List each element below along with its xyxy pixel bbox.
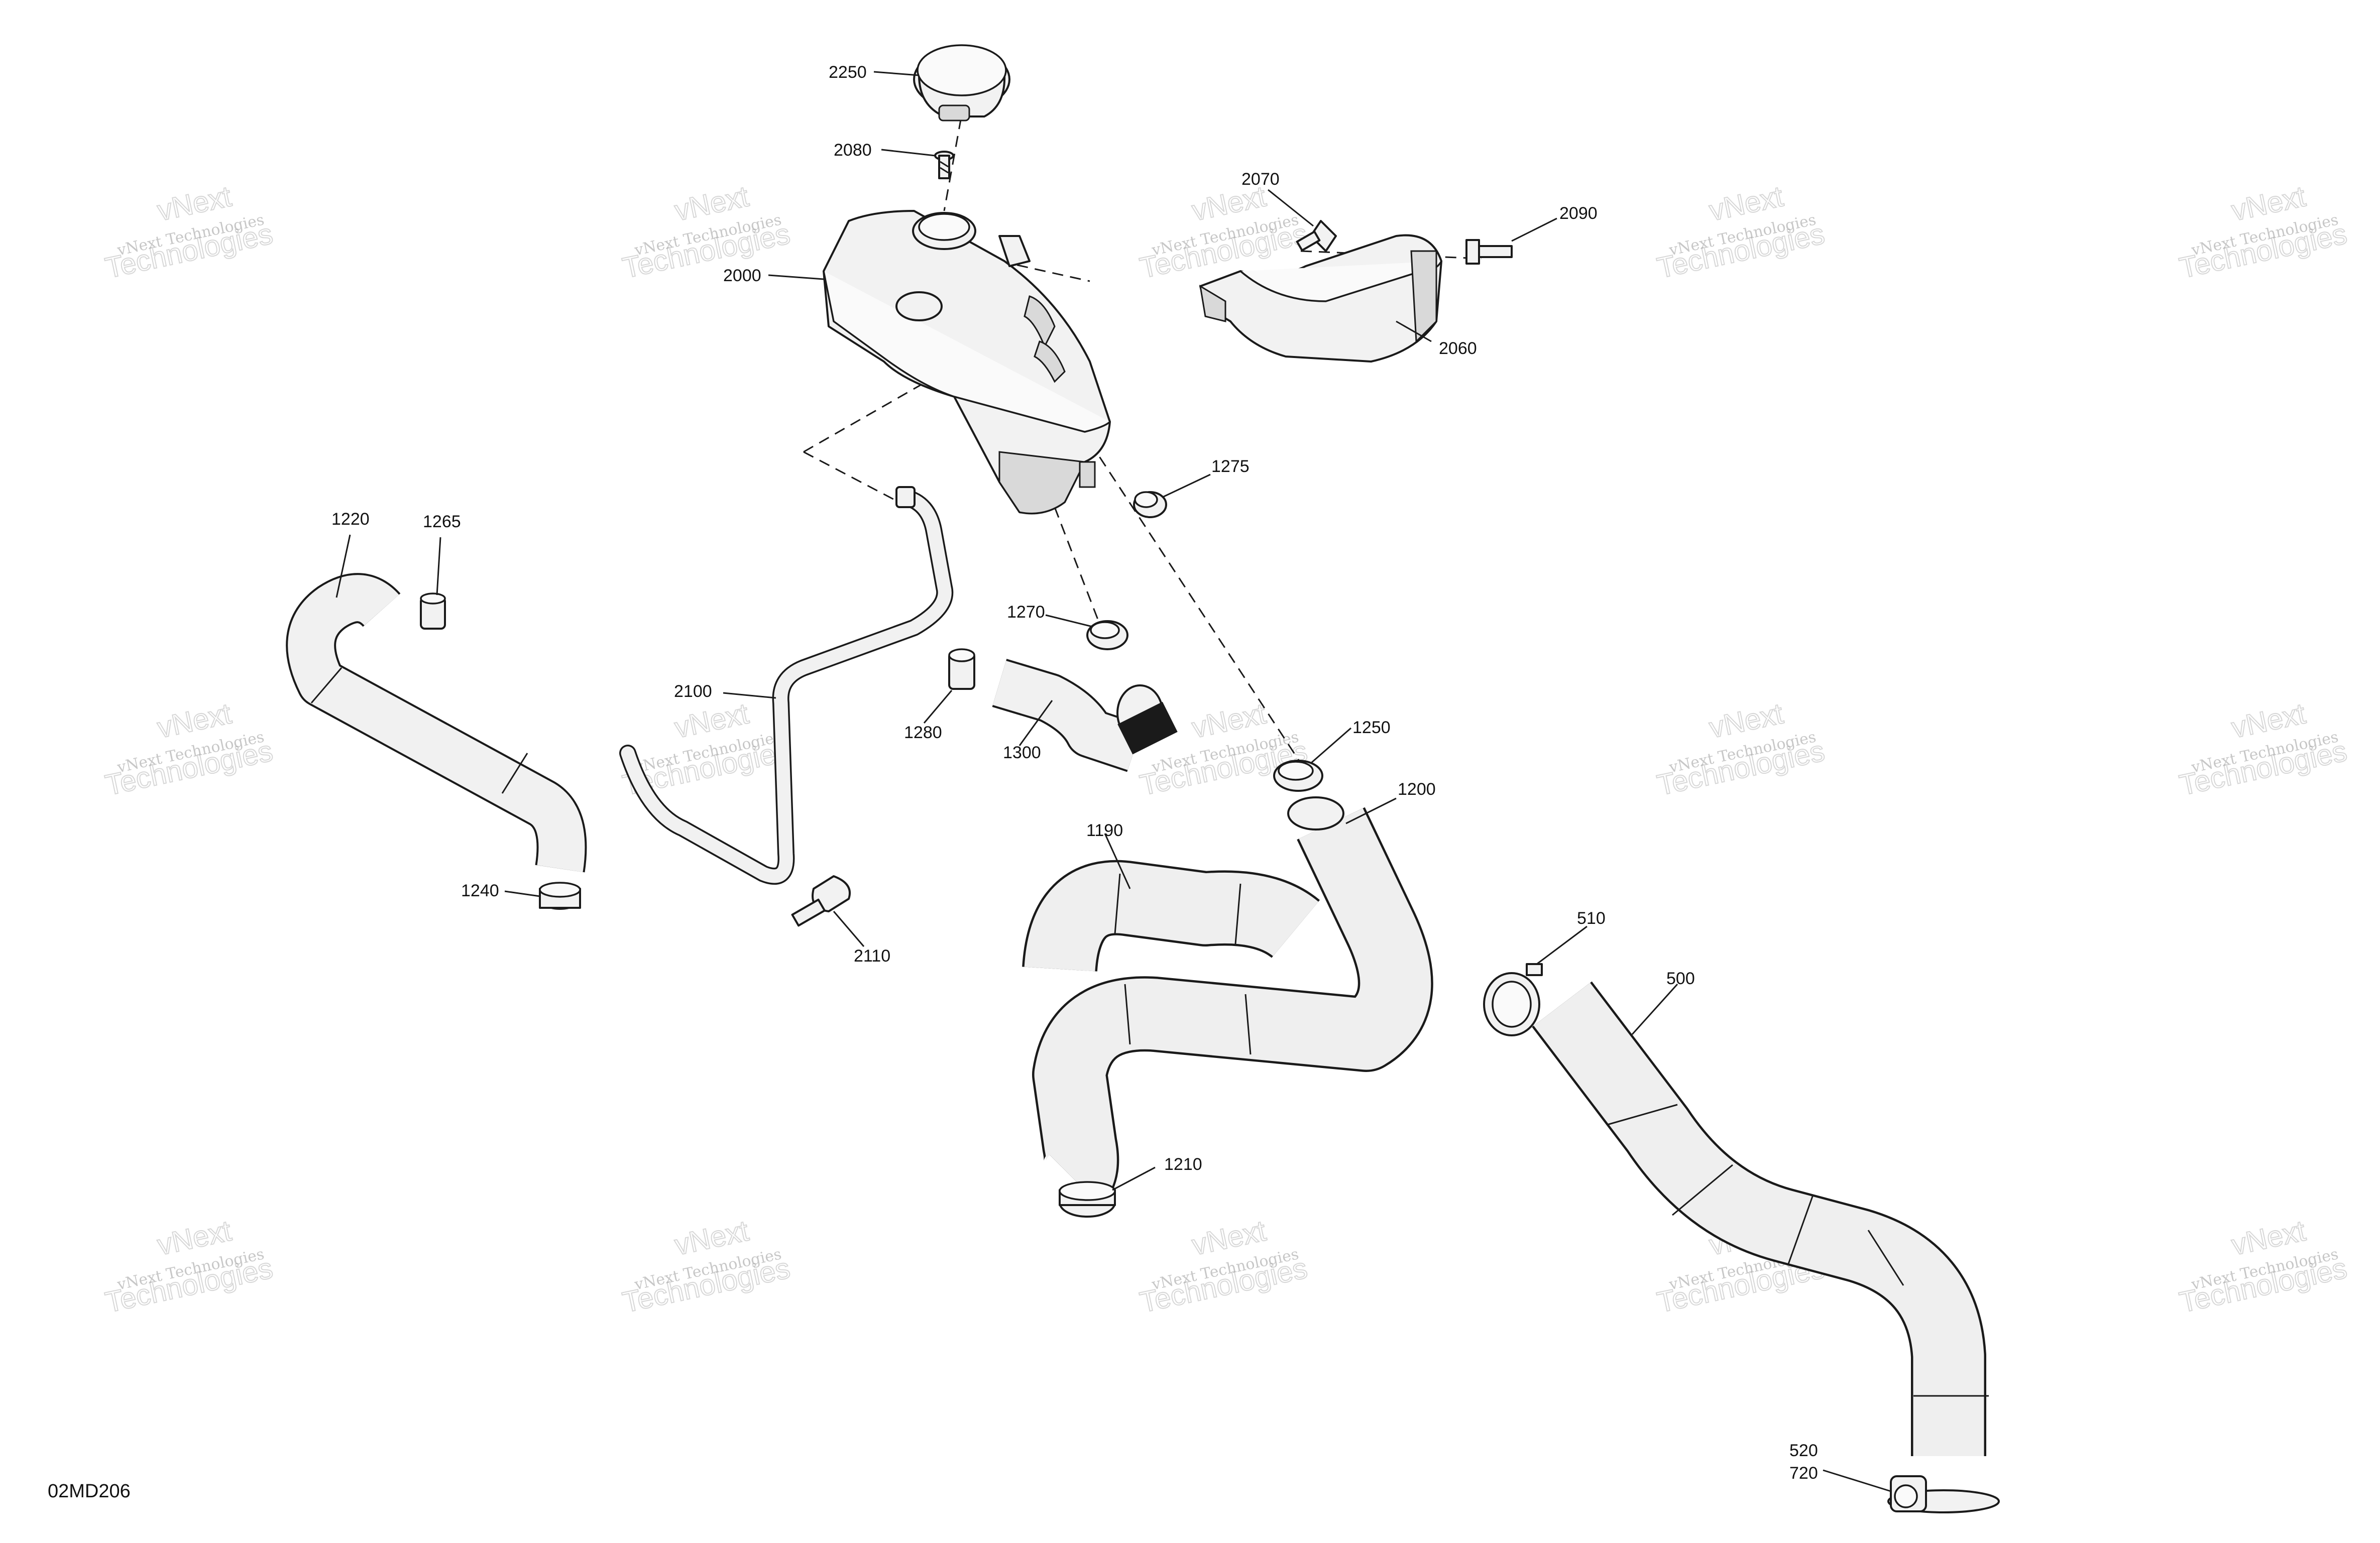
coolant-reservoir-2000	[823, 210, 1111, 515]
callout-1280: 1280	[904, 723, 942, 742]
clamp-1275	[1133, 491, 1167, 518]
callout-1190: 1190	[1086, 821, 1123, 840]
leader-lines	[335, 71, 1891, 1492]
callout-1270: 1270	[1007, 603, 1045, 622]
pressure-cap-2250	[913, 44, 1010, 122]
callout-labels: 2250 2080 2000 2070 2090 2060 1275 1220 …	[331, 63, 1818, 1483]
callout-1275: 1275	[1211, 457, 1250, 476]
clamp-1270	[1086, 620, 1128, 650]
callout-2000: 2000	[723, 266, 761, 285]
callout-2070: 2070	[1241, 170, 1280, 189]
callout-1210: 1210	[1164, 1155, 1202, 1174]
diagram-reference-code: 02MD206	[48, 1481, 131, 1502]
clamp-1240	[539, 882, 581, 910]
callout-500: 500	[1666, 969, 1695, 988]
hose-2100	[619, 486, 954, 885]
callout-1300: 1300	[1003, 743, 1041, 762]
hose-1190-1200	[1022, 796, 1433, 1207]
clamp-510	[1483, 963, 1543, 1036]
hose-1220	[286, 573, 587, 873]
clamp-1265	[420, 592, 446, 630]
assembly-lines	[803, 100, 1482, 764]
callout-2060: 2060	[1439, 339, 1477, 358]
callout-520: 520	[1789, 1441, 1818, 1460]
callout-2100: 2100	[674, 682, 712, 701]
screw-2070	[1296, 220, 1337, 252]
clamp-2110	[791, 875, 851, 927]
callout-1220: 1220	[331, 510, 370, 529]
clamp-1210	[1059, 1181, 1116, 1218]
callout-2090: 2090	[1559, 204, 1598, 223]
hose-500	[1532, 981, 1989, 1456]
callout-1240: 1240	[461, 881, 499, 900]
clamp-1280	[948, 648, 975, 690]
callout-2110: 2110	[854, 946, 890, 966]
hose-1300	[992, 659, 1178, 772]
clamp-1250	[1273, 760, 1323, 792]
callout-1265: 1265	[423, 512, 461, 531]
clamp-520-720	[1887, 1475, 2000, 1513]
callout-2250: 2250	[829, 63, 867, 82]
callout-1250: 1250	[1352, 718, 1391, 737]
callout-2080: 2080	[834, 141, 872, 160]
bracket-2060	[1199, 234, 1442, 363]
callout-510: 510	[1577, 909, 1606, 928]
callout-1200: 1200	[1398, 780, 1436, 799]
bolt-2090	[1465, 239, 1513, 265]
callout-720: 720	[1789, 1464, 1818, 1483]
